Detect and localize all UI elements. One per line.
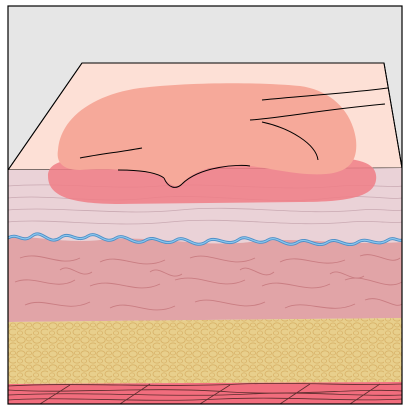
dermis-layer	[8, 237, 402, 322]
fat-cells	[8, 318, 402, 384]
